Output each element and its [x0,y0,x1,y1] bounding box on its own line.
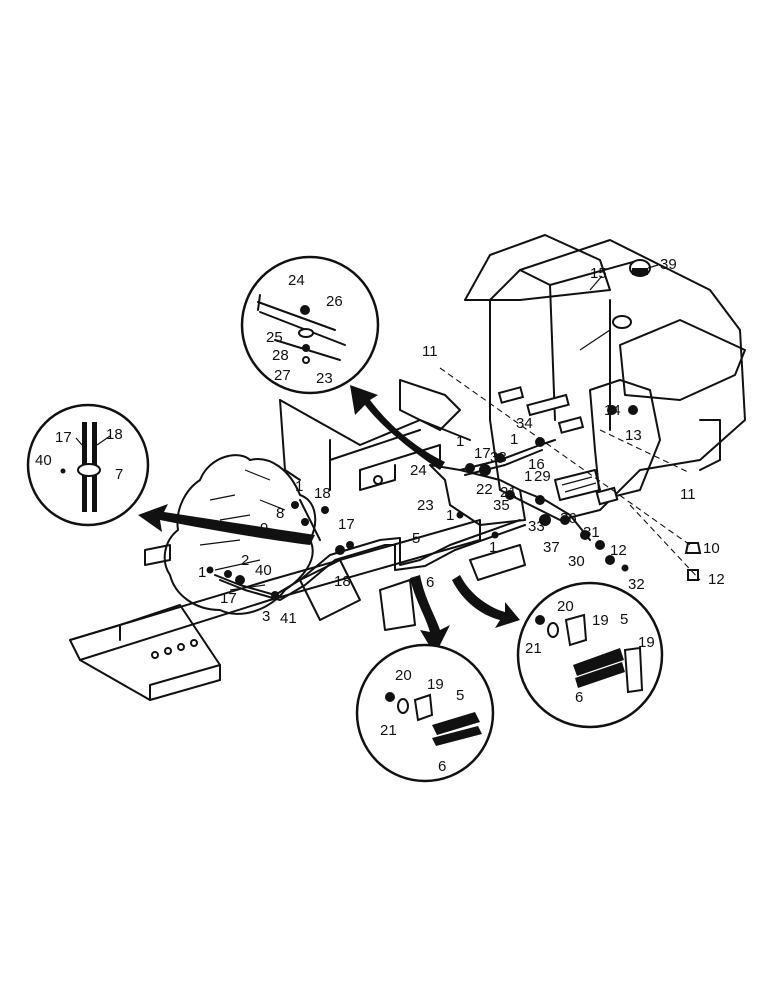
label-41: 41 [280,610,297,627]
label-18: 18 [106,426,123,443]
label-15: 15 [590,265,607,282]
detail-circle-bottom-right [516,581,664,729]
label-22: 22 [476,481,493,498]
label-28: 28 [272,347,289,364]
label-6: 6 [438,758,446,775]
label-36: 36 [560,510,577,527]
label-21: 21 [500,484,517,501]
label-39: 39 [660,256,677,273]
label-21: 21 [525,640,542,657]
label-37: 37 [543,539,560,556]
label-18: 18 [334,573,351,590]
label-1: 1 [446,507,454,524]
label-35: 35 [493,497,510,514]
cab-body [464,234,746,521]
label-13: 13 [625,427,642,444]
label-11: 11 [680,486,696,503]
detail-circle-left [26,403,150,527]
label-19: 19 [592,612,609,629]
label-1: 1 [524,468,532,485]
label-40: 40 [255,562,272,579]
leader-lines [439,264,701,581]
label-7: 7 [115,466,123,483]
label-29: 29 [534,468,551,485]
label-1: 1 [198,564,206,581]
detail-circle-bottom-left [355,643,495,783]
label-6: 6 [426,574,434,591]
label-40: 40 [35,452,52,469]
label-20: 20 [557,598,574,615]
label-31: 31 [583,524,600,541]
label-5: 5 [412,530,420,547]
label-27: 27 [274,367,291,384]
label-19: 19 [638,634,655,651]
label-14: 14 [604,402,621,419]
label-1: 1 [456,433,464,450]
detail-circle-top [240,255,380,395]
label-9: 9 [260,520,268,537]
label-33: 33 [528,518,545,535]
hydraulic-lines [206,405,702,601]
label-5: 5 [456,687,464,704]
label-1: 1 [489,539,497,556]
label-23: 23 [417,497,434,514]
label-6: 6 [575,689,583,706]
label-1: 1 [510,431,518,448]
detail-arrows [138,385,520,655]
label-17: 17 [220,590,237,607]
label-16: 16 [528,456,545,473]
label-17: 17 [55,429,72,446]
label-10: 10 [703,540,720,557]
label-8: 8 [276,505,284,522]
label-30: 30 [568,553,585,570]
label-38: 38 [490,449,507,466]
chassis-frame [69,379,526,701]
label-2: 2 [241,552,249,569]
label-19: 19 [427,676,444,693]
label-25: 25 [266,329,283,346]
label-24: 24 [288,272,305,289]
label-12: 12 [708,571,725,588]
label-21: 21 [380,722,397,739]
label-23: 23 [316,370,333,387]
label-11: 11 [422,343,438,360]
label-17: 17 [474,445,491,462]
label-5: 5 [620,611,628,628]
label-34: 34 [516,415,533,432]
callout-labels: 24 26 25 28 27 23 17 18 40 7 11 15 39 14… [35,256,725,775]
label-17: 17 [338,516,355,533]
label-32: 32 [628,576,645,593]
label-3: 3 [262,608,270,625]
label-20: 20 [395,667,412,684]
label-1: 1 [295,478,303,495]
label-24: 24 [410,462,427,479]
label-26: 26 [326,293,343,310]
label-12: 12 [610,542,627,559]
label-18: 18 [314,485,331,502]
